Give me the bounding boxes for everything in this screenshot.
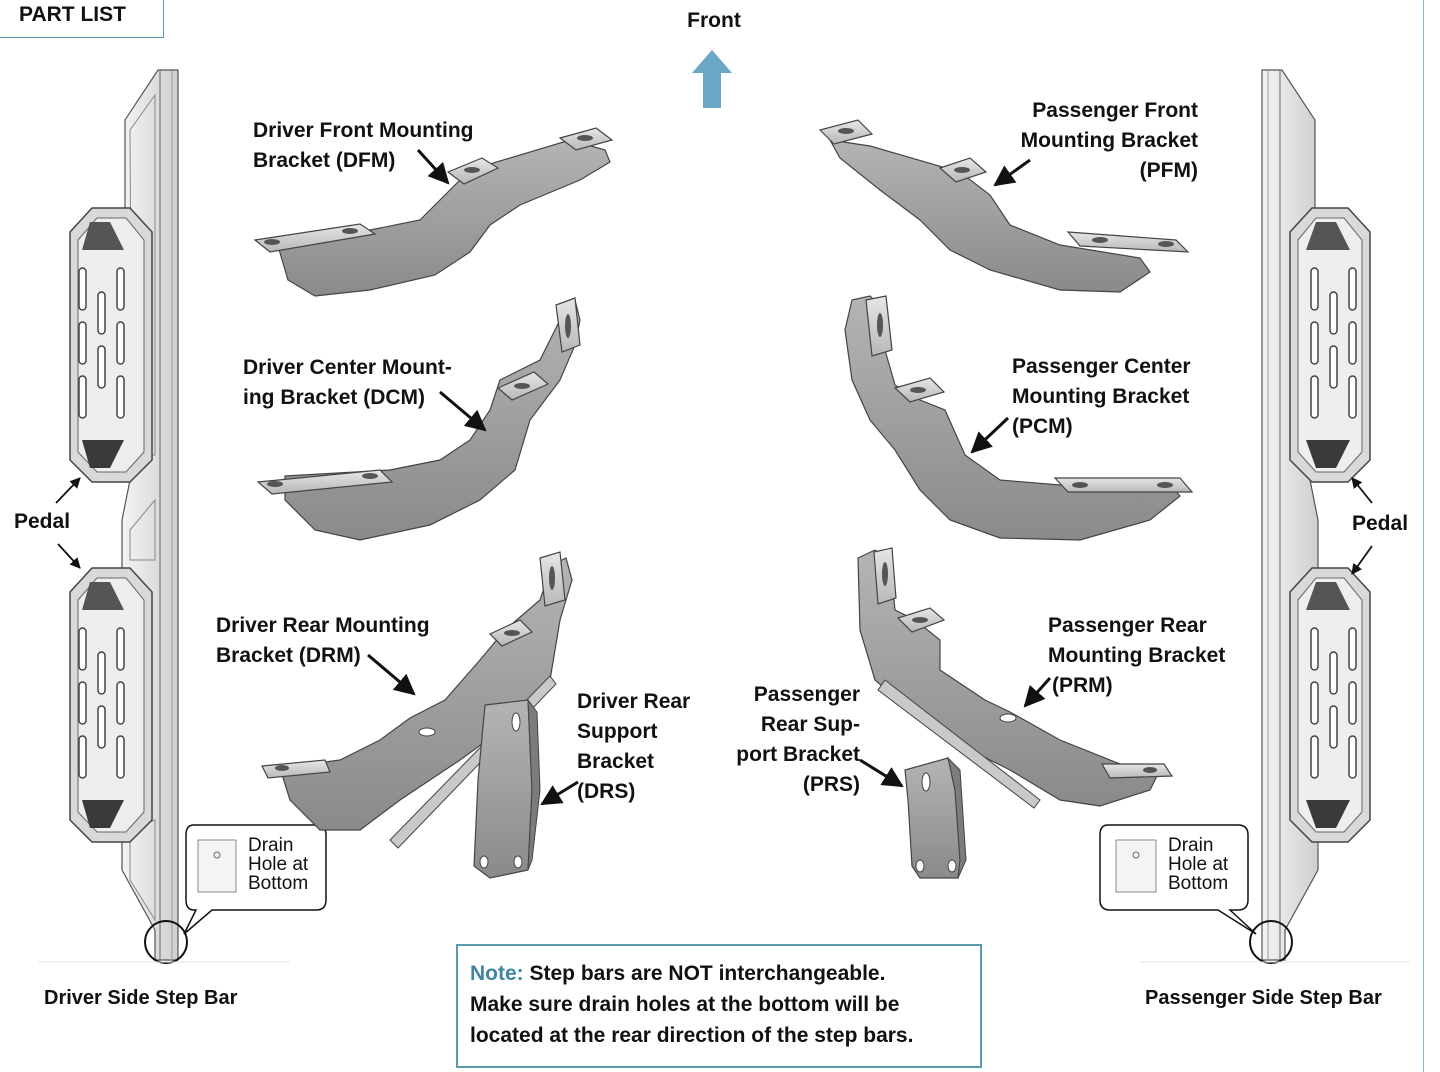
bracket-prm — [857, 547, 1174, 809]
note-line-3: located at the rear direction of the ste… — [470, 1024, 914, 1047]
prm-leader-arrow — [1023, 677, 1052, 708]
bracket-dcm — [256, 297, 581, 541]
dfm-leader-arrow — [416, 148, 450, 185]
passenger-pedal-arrow-down — [1351, 545, 1373, 575]
dcm-label: Driver Center Mount-ing Bracket (DCM) — [243, 356, 452, 409]
bracket-dfm — [253, 127, 614, 297]
note-line-2: Make sure drain holes at the bottom will… — [470, 993, 900, 1016]
bracket-pfm — [818, 119, 1190, 293]
prs-leader-arrow — [859, 758, 904, 788]
driver-step-bar — [38, 69, 290, 964]
note-label: Note: — [470, 962, 524, 985]
bracket-pcm — [844, 295, 1194, 541]
note-box: Note: Step bars are NOT interchangeable.… — [456, 944, 982, 1068]
passenger-pedal-arrow-up — [1351, 477, 1373, 504]
driver-pedal-arrow-down — [57, 543, 81, 569]
driver-pedal-upper — [69, 207, 153, 483]
driver-step-bar-label: Driver Side Step Bar — [44, 987, 238, 1009]
passenger-step-bar-label: Passenger Side Step Bar — [1145, 987, 1382, 1009]
passenger-pedal-upper — [1289, 207, 1371, 483]
pfm-leader-arrow — [993, 158, 1031, 187]
drm-leader-arrow — [367, 653, 416, 696]
front-label: Front — [687, 9, 741, 32]
right-border-rule — [1423, 0, 1424, 1072]
bracket-drs — [473, 698, 541, 879]
passenger-drain-circle — [1249, 920, 1293, 964]
pcm-leader-arrow — [970, 416, 1010, 454]
driver-drain-circle — [144, 920, 188, 964]
part-list-tab: PART LIST — [0, 0, 164, 38]
bracket-prs — [904, 756, 967, 879]
passenger-pedal-lower — [1289, 567, 1371, 843]
driver-pedal-arrow-up — [55, 477, 81, 504]
part-list-title: PART LIST — [19, 3, 126, 26]
front-arrow — [692, 50, 732, 108]
dcm-leader-arrow — [439, 390, 487, 432]
passenger-pedal-label: Pedal — [1352, 512, 1409, 535]
drs-leader-arrow — [540, 780, 579, 806]
driver-pedal-label: Pedal — [14, 510, 71, 533]
passenger-step-bar — [1140, 69, 1410, 964]
driver-pedal-lower — [69, 567, 153, 843]
note-line-1: Note: Step bars are NOT interchangeable. — [470, 962, 886, 985]
